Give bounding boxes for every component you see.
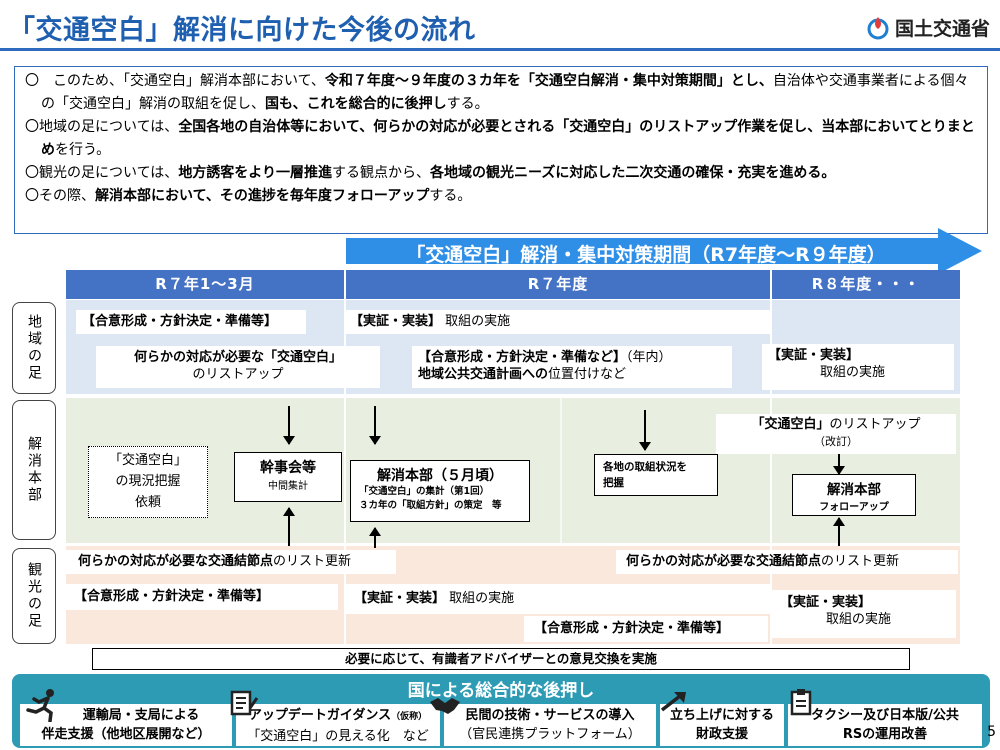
intro-paragraph: 〇地域の足については、全国各地の自治体等において、何らかの対応が必要とされる「交… (25, 119, 975, 158)
period-r7: R７年度 (346, 270, 770, 299)
growth-arrow-icon (660, 692, 686, 712)
page-title: 「交通空白」解消に向けた今後の流れ (8, 15, 476, 46)
tourism-node-list-r8: 何らかの対応が必要な交通結節点のリスト更新 (616, 550, 958, 574)
runner-icon (26, 689, 54, 722)
region-plan: 【合意形成・方針決定・準備など】（年内）地域公共交通計画への位置付けなど (412, 346, 732, 388)
logo-text: 国土交通省 (894, 18, 990, 40)
tourism-consensus: 【合意形成・方針決定・準備等】 (66, 584, 338, 610)
support-item-finance: 立ち上げに対する財政支援 (660, 704, 784, 746)
intro-paragraph: 〇その際、解消本部において、その進捗を毎年度フォローアップする。 (25, 188, 472, 204)
advisor-exchange: 必要に応じて、有識者アドバイザーとの意見交換を実施 (92, 648, 910, 670)
tourism-consensus-r7: 【合意形成・方針決定・準備等】 (524, 616, 768, 642)
period-r8: R８年度・・・ (772, 270, 960, 299)
arrow-up (283, 507, 295, 546)
support-title: 国による総合的な後押し (407, 681, 595, 701)
page-number: 5 (987, 724, 996, 740)
support-item-bureau: 運輸局・支局による伴走支援（他地区展開など） (20, 704, 232, 746)
period-banner-arrow (346, 228, 982, 274)
clipboard-icon (790, 689, 812, 716)
region-listup: 何らかの対応が必要な「交通空白」のリストアップ (96, 346, 380, 388)
row-label-tourism: 観光の足 (12, 548, 56, 644)
row-label-hq: 解消本部 (12, 400, 56, 540)
hq-kanjikai: 幹事会等 中間集計 (234, 452, 342, 502)
region-consensus: 【合意形成・方針決定・準備等】 (76, 310, 306, 334)
tourism-implementation: 【実証・実装】 取組の実施 (346, 584, 770, 614)
intro-box: 〇 このため、「交通空白」解消本部において、令和７年度～９年度の３カ年を「交通空… (14, 66, 988, 234)
column-divider (344, 300, 346, 644)
hq-status-check: 各地の取組状況を把握 (594, 454, 718, 496)
document-icon (230, 690, 259, 716)
row-label-region: 地域の足 (12, 302, 56, 394)
arrow-down (369, 406, 381, 445)
hq-honbu-may: 解消本部（５月頃） 「交通空白」の集計（第1回） ３カ年の「取組方針」の策定 等 (350, 460, 530, 522)
tourism-r8-implementation: 【実証・実装】取組の実施 (772, 590, 956, 638)
mlit-logo: 国土交通省 (867, 14, 990, 41)
region-implementation: 【実証・実装】 取組の実施 (346, 310, 770, 334)
support-item-guidance: アップデートガイダンス（仮称）「交通空白」の見える化 など (236, 704, 440, 746)
region-r8-implementation: 【実証・実装】取組の実施 (762, 344, 954, 390)
arrow-up (833, 517, 845, 546)
handshake-icon (430, 698, 460, 714)
arrow-down (833, 452, 845, 475)
support-item-private-tech: 民間の技術・サービスの導入（官民連携プラットフォーム） (444, 704, 656, 746)
column-divider (560, 398, 562, 543)
period-banner-label: 「交通空白」解消・集中対策期間（R7年度～R９年度） (406, 244, 886, 266)
period-r7-jan-mar: R７年1～3月 (66, 270, 344, 299)
hq-survey-request: 「交通空白」の現況把握依頼 (88, 446, 208, 518)
mlit-logo-icon (867, 16, 889, 39)
arrow-down (639, 410, 651, 451)
intro-paragraph: 〇観光の足については、地方誘客をより一層推進する観点から、各地域の観光ニーズに対… (25, 165, 836, 181)
arrow-down (283, 406, 295, 445)
hq-listup-revision: 「交通空白」のリストアップ（改訂） (716, 414, 956, 454)
title-rule (0, 48, 1000, 51)
column-divider (770, 300, 772, 644)
tourism-node-list: 何らかの対応が必要な交通結節点のリスト更新 (66, 550, 396, 574)
intro-paragraph: 〇 このため、「交通空白」解消本部において、令和７年度～９年度の３カ年を「交通空… (25, 73, 969, 112)
hq-follow-up: 解消本部 フォローアップ (792, 474, 916, 516)
arrow-up (369, 527, 381, 548)
